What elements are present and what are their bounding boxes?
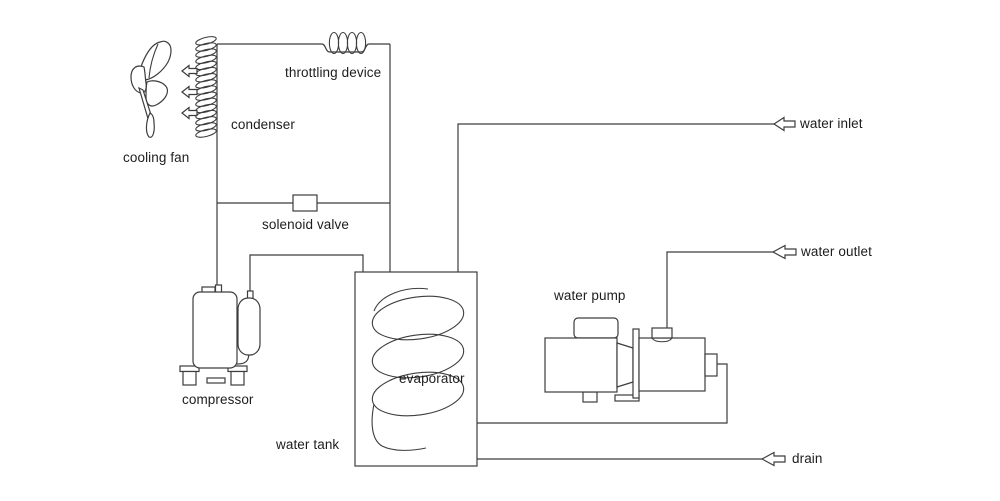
- label-water-tank: water tank: [276, 437, 340, 452]
- water-tank-body: [354, 271, 478, 467]
- label-throttling-device: throttling device: [285, 65, 382, 80]
- label-water-pump: water pump: [554, 288, 626, 303]
- refrigerant-pipes: [216, 43, 391, 292]
- label-water-outlet: water outlet: [801, 244, 872, 259]
- pump-top-port: [651, 327, 673, 339]
- compressor-unit: [179, 284, 261, 386]
- pump-head: [638, 337, 706, 392]
- pump-coupling: [616, 342, 634, 388]
- pump-motor: [544, 337, 618, 393]
- compressor-body: [192, 291, 238, 369]
- label-compressor: compressor: [182, 392, 254, 407]
- throttling-device-coil: [328, 31, 367, 55]
- water-inlet-arrow: [772, 116, 796, 132]
- airflow-arrows: [181, 64, 198, 120]
- label-condenser: condenser: [231, 117, 295, 132]
- label-water-inlet: water inlet: [800, 116, 863, 131]
- label-cooling-fan: cooling fan: [123, 150, 190, 165]
- water-pipes: [457, 123, 774, 460]
- water-pump-unit: [544, 317, 718, 403]
- pump-foot: [582, 391, 598, 403]
- pump-flange: [632, 328, 640, 399]
- label-drain: drain: [792, 451, 823, 466]
- drain-arrow: [760, 451, 786, 467]
- evaporator-coil: [371, 287, 465, 451]
- pump-terminal-box: [573, 317, 619, 339]
- label-solenoid-valve: solenoid valve: [262, 217, 349, 232]
- fan-blades: [130, 40, 172, 138]
- solenoid-valve-body: [292, 194, 318, 212]
- pump-side-port: [704, 353, 718, 377]
- water-outlet-arrow: [771, 244, 797, 260]
- accumulator: [237, 297, 261, 356]
- condenser-coil: [195, 36, 217, 138]
- label-evaporator: evaporator: [399, 371, 465, 386]
